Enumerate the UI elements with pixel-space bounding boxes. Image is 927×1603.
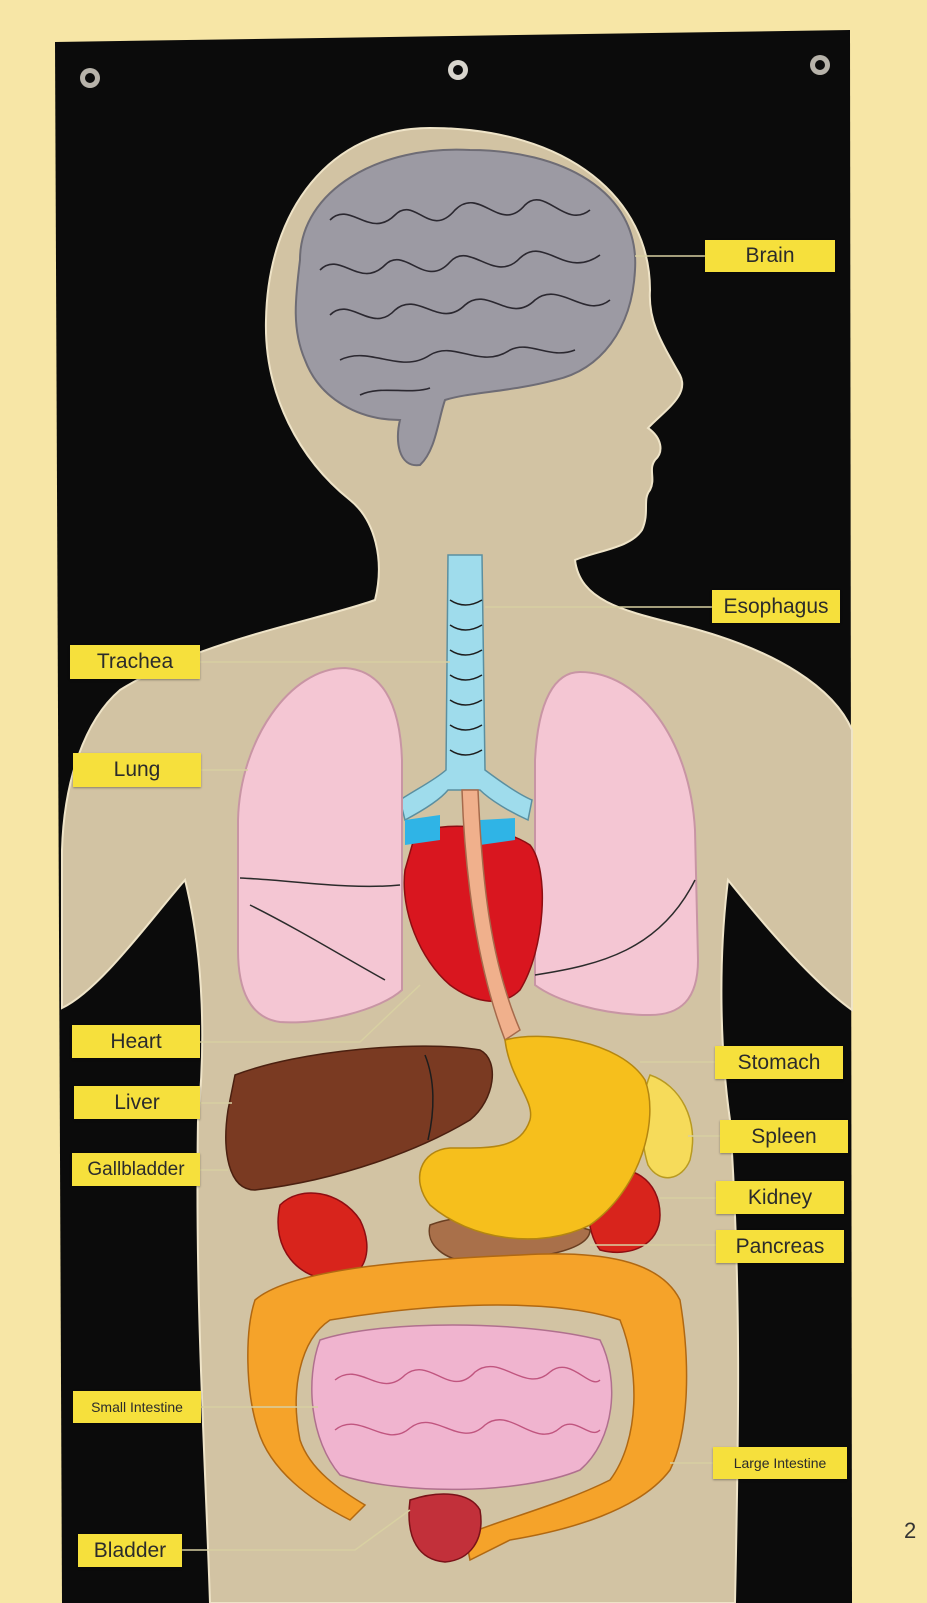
- label-heart: Heart: [72, 1025, 200, 1058]
- label-pancreas: Pancreas: [716, 1230, 844, 1263]
- label-small-intestine: Small Intestine: [73, 1391, 201, 1423]
- edge-mark: 2: [904, 1518, 916, 1544]
- label-liver: Liver: [74, 1086, 200, 1119]
- label-lung: Lung: [73, 753, 201, 787]
- grommet-icon: [80, 68, 100, 88]
- grommet-icon: [810, 55, 830, 75]
- label-trachea: Trachea: [70, 645, 200, 679]
- label-gallbladder: Gallbladder: [72, 1153, 200, 1186]
- label-large-intestine: Large Intestine: [713, 1447, 847, 1479]
- label-spleen: Spleen: [720, 1120, 848, 1153]
- label-stomach: Stomach: [715, 1046, 843, 1079]
- label-kidney: Kidney: [716, 1181, 844, 1214]
- grommet-icon: [448, 60, 468, 80]
- label-bladder: Bladder: [78, 1534, 182, 1567]
- small-intestine-organ: [312, 1325, 612, 1489]
- label-esophagus: Esophagus: [712, 590, 840, 623]
- label-brain: Brain: [705, 240, 835, 272]
